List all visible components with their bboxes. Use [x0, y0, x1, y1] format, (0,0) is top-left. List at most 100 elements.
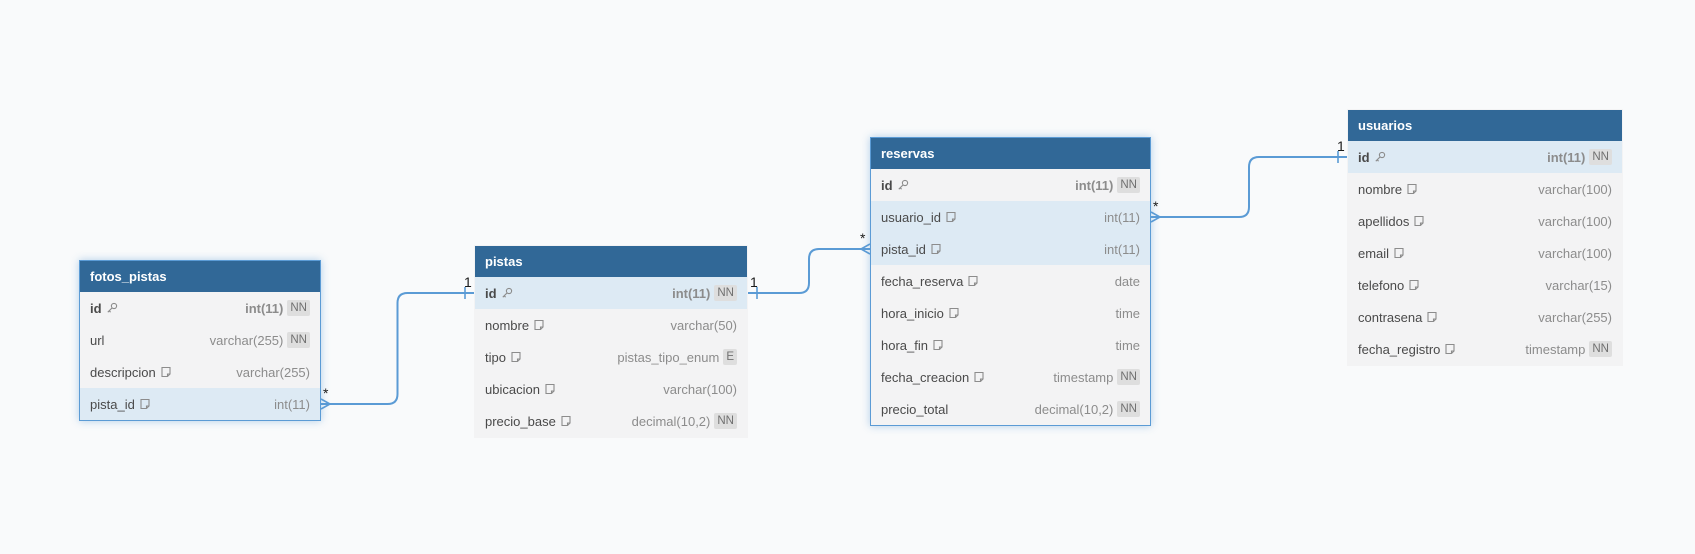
cardinality-label: * — [323, 385, 329, 401]
constraint-badge: NN — [714, 285, 737, 301]
column-left: apellidos — [1358, 214, 1425, 229]
note-icon — [160, 366, 172, 378]
column-name: email — [1358, 245, 1390, 261]
note-icon — [533, 319, 545, 331]
column-row[interactable]: fecha_reserva date — [871, 265, 1150, 297]
cardinality-label: * — [1153, 198, 1159, 214]
key-icon — [106, 302, 118, 314]
column-name: ubicacion — [485, 381, 540, 397]
column-left: precio_total — [881, 402, 948, 417]
cardinality-label: 1 — [464, 274, 472, 290]
column-left: hora_inicio — [881, 306, 960, 321]
column-left: tipo — [485, 350, 522, 365]
note-icon — [948, 307, 960, 319]
column-right: varchar(100) — [1538, 246, 1612, 261]
column-left: descripcion — [90, 365, 172, 380]
column-name: contrasena — [1358, 309, 1423, 325]
column-right: varchar(15) — [1546, 278, 1612, 293]
column-name: telefono — [1358, 277, 1405, 293]
table-title[interactable]: reservas — [871, 138, 1150, 169]
column-type: int(11) — [1104, 241, 1140, 257]
column-type: int(11) — [245, 300, 284, 316]
constraint-badge: NN — [287, 332, 310, 348]
key-icon — [897, 179, 909, 191]
column-row[interactable]: ubicacion varchar(100) — [475, 373, 747, 405]
column-left: telefono — [1358, 278, 1420, 293]
many-marker — [320, 398, 332, 410]
column-name: tipo — [485, 349, 506, 365]
column-type: varchar(255) — [236, 364, 310, 380]
column-name: fecha_registro — [1358, 341, 1441, 357]
column-row[interactable]: email varchar(100) — [1348, 237, 1622, 269]
column-name: fecha_reserva — [881, 273, 964, 289]
note-icon — [1426, 311, 1438, 323]
column-type: varchar(100) — [1538, 213, 1612, 229]
column-row[interactable]: apellidos varchar(100) — [1348, 205, 1622, 237]
column-type: int(11) — [672, 285, 711, 301]
note-icon — [1444, 343, 1456, 355]
column-right: time — [1115, 306, 1140, 321]
column-right: varchar(100) — [1538, 182, 1612, 197]
note-icon — [139, 398, 151, 410]
column-row[interactable]: descripcion varchar(255) — [80, 356, 320, 388]
note-icon — [1393, 247, 1405, 259]
relation-line — [1151, 156, 1347, 218]
column-right: date — [1115, 274, 1140, 289]
column-left: id — [1358, 150, 1386, 165]
column-type: varchar(100) — [663, 381, 737, 397]
column-row[interactable]: telefono varchar(15) — [1348, 269, 1622, 301]
note-icon — [945, 211, 957, 223]
column-name: url — [90, 332, 105, 348]
column-row[interactable]: hora_inicio time — [871, 297, 1150, 329]
note-icon — [1413, 215, 1425, 227]
column-right: varchar(100) — [1538, 214, 1612, 229]
column-left: fecha_creacion — [881, 370, 985, 385]
column-right: int(11) — [1104, 242, 1140, 257]
column-left: usuario_id — [881, 210, 957, 225]
column-name: pista_id — [881, 241, 926, 257]
column-name: descripcion — [90, 364, 156, 380]
table-title[interactable]: usuarios — [1348, 110, 1622, 141]
column-left: url — [90, 333, 104, 348]
column-name: id — [485, 285, 497, 301]
column-type: int(11) — [1547, 149, 1586, 165]
column-right: varchar(255) — [236, 365, 310, 380]
column-right: varchar(255) — [1538, 310, 1612, 325]
column-left: contrasena — [1358, 310, 1438, 325]
note-icon — [973, 371, 985, 383]
column-left: id — [90, 301, 118, 316]
column-row[interactable]: id int(11)NN — [475, 277, 747, 309]
column-name: hora_inicio — [881, 305, 944, 321]
column-right: varchar(50) — [671, 318, 737, 333]
column-row[interactable]: usuario_id int(11) — [871, 201, 1150, 233]
column-left: fecha_reserva — [881, 274, 979, 289]
column-type: varchar(100) — [1538, 181, 1612, 197]
column-left: precio_base — [485, 414, 572, 429]
table-title[interactable]: pistas — [475, 246, 747, 277]
table-title[interactable]: fotos_pistas — [80, 261, 320, 292]
column-row[interactable]: pista_id int(11) — [871, 233, 1150, 265]
constraint-badge: NN — [1117, 177, 1140, 193]
key-icon — [1374, 151, 1386, 163]
column-type: time — [1115, 337, 1140, 353]
column-right: int(11) — [1104, 210, 1140, 225]
column-row[interactable]: contrasena varchar(255) — [1348, 301, 1622, 333]
